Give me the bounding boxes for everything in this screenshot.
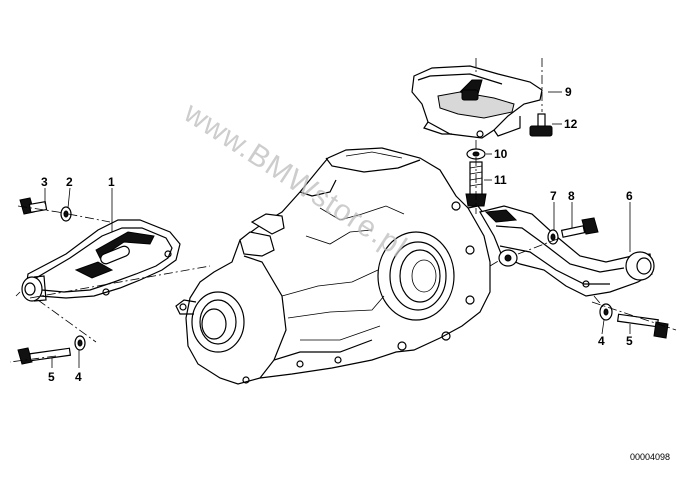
callout-5-left: 5 xyxy=(48,370,55,384)
diagram-reference-number: 00004098 xyxy=(630,452,670,462)
callout-3: 3 xyxy=(41,175,48,189)
washer-2[interactable] xyxy=(60,206,72,222)
left-mounting-bracket[interactable] xyxy=(21,219,181,302)
differential-housing[interactable] xyxy=(175,147,491,385)
leader-lines xyxy=(44,91,631,368)
bolt-3[interactable] xyxy=(19,197,48,215)
callout-10: 10 xyxy=(494,147,508,161)
callout-2: 2 xyxy=(66,175,73,189)
callout-5-right: 5 xyxy=(626,334,633,348)
callout-12: 12 xyxy=(564,117,578,131)
callout-8: 8 xyxy=(568,189,575,203)
bolt-5-left[interactable] xyxy=(17,347,72,365)
bolt-8[interactable] xyxy=(560,217,599,238)
callout-6: 6 xyxy=(626,189,633,203)
washer-4-left[interactable] xyxy=(74,335,86,351)
washer-4-right[interactable] xyxy=(599,303,613,321)
callout-4-right: 4 xyxy=(598,334,605,348)
bolt-12[interactable] xyxy=(529,113,553,137)
control-arm-6[interactable] xyxy=(479,205,655,297)
callout-9: 9 xyxy=(565,85,572,99)
callout-11: 11 xyxy=(494,173,507,187)
callout-4-left: 4 xyxy=(75,370,82,384)
washer-7[interactable] xyxy=(547,229,559,245)
callout-labels: 1 2 3 5 4 9 10 11 12 7 8 6 4 5 xyxy=(41,85,633,384)
callout-7: 7 xyxy=(550,189,557,203)
assembly-lines xyxy=(9,58,677,363)
callout-1: 1 xyxy=(108,175,115,189)
rubber-mount-9[interactable] xyxy=(411,65,543,139)
